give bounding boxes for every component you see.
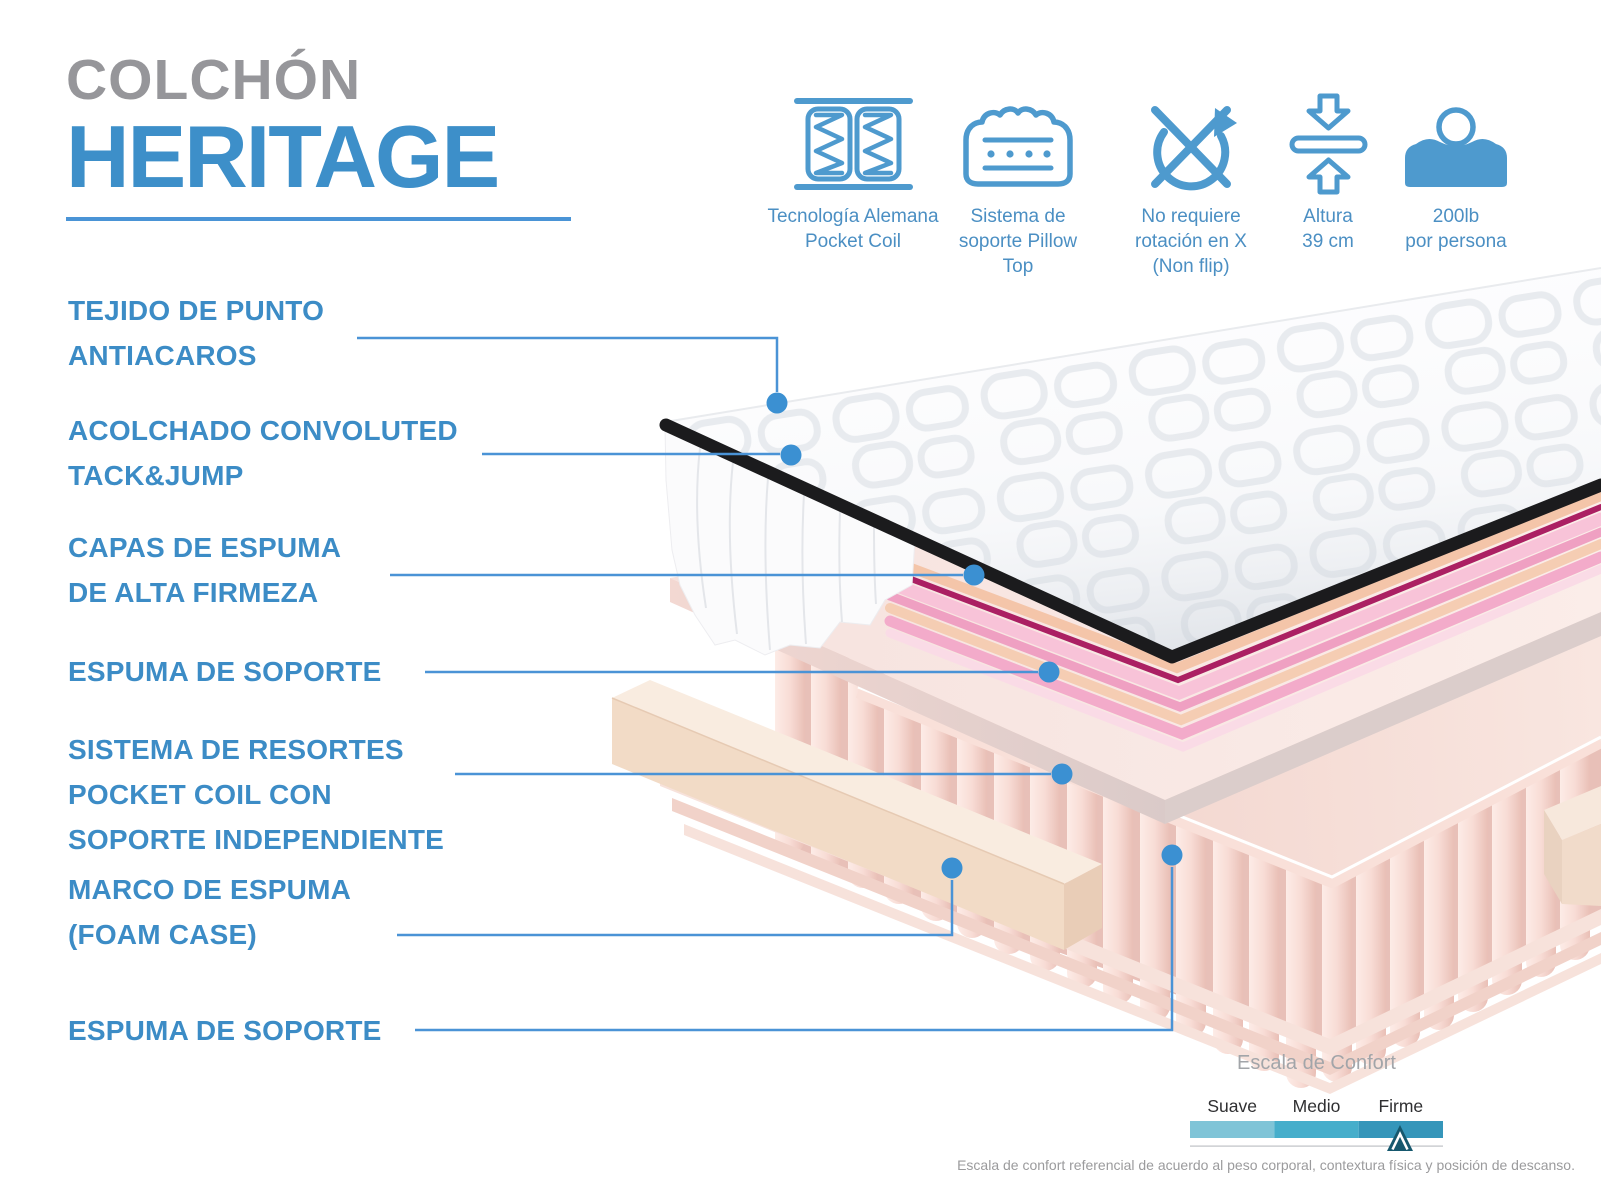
callout-dot (963, 564, 985, 586)
callout-label-knit-fabric: TEJIDO DE PUNTO ANTIACAROS (68, 288, 324, 378)
callout-label-convoluted-padding: ACOLCHADO CONVOLUTED TACK&JUMP (68, 408, 458, 498)
product-category: COLCHÓN (66, 48, 362, 112)
callout-line (415, 867, 1174, 1032)
pocket-coil-icon (793, 98, 913, 190)
scale-segment-suave (1190, 1121, 1275, 1138)
callout-label-line: (FOAM CASE) (68, 919, 257, 950)
callout-label-line: SOPORTE INDEPENDIENTE (68, 824, 445, 855)
icon-box (758, 88, 948, 200)
icon-box (1361, 88, 1551, 200)
scale-underline (1190, 1145, 1443, 1147)
callout-label-line: CAPAS DE ESPUMA (68, 532, 342, 563)
feature-caption-line: por persona (1405, 231, 1507, 252)
callout-dot (1161, 844, 1183, 866)
feature-caption-line: 200lb (1432, 206, 1480, 227)
comfort-scale-title: Escala de Confort (1237, 1052, 1396, 1074)
no-flip-icon (1150, 105, 1237, 190)
callout-label-line: TEJIDO DE PUNTO (68, 295, 325, 326)
feature-caption-line: (Non flip) (1152, 256, 1230, 277)
callout-label-pocket-coil-system: SISTEMA DE RESORTES POCKET COIL CON SOPO… (68, 727, 444, 862)
pillow-top-layer (659, 267, 1601, 664)
comfort-level-suave: Suave (1207, 1096, 1257, 1116)
feature-caption-line: 39 cm (1302, 231, 1354, 252)
callout-dot (766, 392, 788, 414)
callout-dot (941, 857, 963, 879)
disclaimer-text: Escala de confort referencial de acuerdo… (957, 1157, 1575, 1173)
callout-label-line: ANTIACAROS (68, 340, 257, 371)
callout-label-line: DE ALTA FIRMEZA (68, 577, 319, 608)
height-icon (1289, 93, 1367, 195)
quilted-skirt (664, 424, 916, 656)
callout-line (357, 336, 779, 392)
feature-caption-line: soporte Pillow (958, 231, 1078, 252)
comfort-level-firme: Firme (1378, 1096, 1424, 1116)
feature-caption-line: Pocket Coil (804, 231, 902, 252)
comfort-scale-bar (1190, 1121, 1443, 1151)
feature-caption: Sistema de soporte Pillow Top (923, 204, 1113, 279)
scale-marker-chevron (1391, 1131, 1409, 1151)
comfort-scale-labels: Suave Medio Firme (1190, 1096, 1443, 1117)
feature-caption: No requiere rotación en X (Non flip) (1096, 204, 1286, 279)
foam-layer-stripes (883, 491, 1601, 752)
person-weight-icon (1405, 107, 1507, 187)
feature-item-height: Altura 39 cm (1233, 88, 1423, 254)
feature-caption: 200lb por persona (1361, 204, 1551, 254)
callout-dot (1051, 763, 1073, 785)
pillow-top-icon (963, 105, 1073, 187)
callout-label-line: SISTEMA DE RESORTES (68, 734, 404, 765)
feature-item-no-flip: No requiere rotación en X (Non flip) (1096, 88, 1286, 279)
callout-label-line: ACOLCHADO CONVOLUTED (68, 415, 458, 446)
title-underline (66, 217, 571, 221)
callout-dot (780, 444, 802, 466)
callout-dot (1038, 661, 1060, 683)
icon-box (1096, 88, 1286, 200)
icon-box (1233, 88, 1423, 200)
callout-label-line: ESPUMA DE SOPORTE (68, 656, 382, 687)
feature-caption-line: No requiere (1141, 206, 1241, 227)
callout-label-line: POCKET COIL CON (68, 779, 332, 810)
icon-box (923, 88, 1113, 200)
binding-tape (659, 418, 1601, 664)
scale-marker-icon (1387, 1125, 1413, 1151)
callout-label-line: ESPUMA DE SOPORTE (68, 1015, 382, 1046)
callout-label-line: TACK&JUMP (68, 460, 244, 491)
comfort-level-medio: Medio (1292, 1096, 1341, 1116)
feature-caption-line: Top (1002, 256, 1034, 277)
callout-dots (766, 392, 1183, 879)
title-block: COLCHÓN HERITAGE (66, 52, 571, 221)
feature-caption-line: Altura (1303, 206, 1353, 227)
feature-caption-line: Tecnología Alemana (767, 206, 939, 227)
feature-caption: Altura 39 cm (1233, 204, 1423, 254)
feature-caption-line: rotación en X (1135, 231, 1247, 252)
feature-item-weight: 200lb por persona (1361, 88, 1551, 254)
product-name: HERITAGE (66, 107, 500, 206)
callout-line (397, 880, 954, 937)
callout-label-high-firmness-foam: CAPAS DE ESPUMA DE ALTA FIRMEZA (68, 525, 341, 615)
callout-label-line: MARCO DE ESPUMA (68, 874, 352, 905)
callout-label-support-foam-bottom: ESPUMA DE SOPORTE (68, 1008, 382, 1053)
feature-item-pillow-top: Sistema de soporte Pillow Top (923, 88, 1113, 279)
foam-case-rail-right (1544, 786, 1601, 906)
callout-lines (357, 336, 1174, 1032)
feature-caption: Tecnología Alemana Pocket Coil (758, 204, 948, 254)
callout-label-foam-case: MARCO DE ESPUMA (FOAM CASE) (68, 867, 351, 957)
feature-item-pocket-coil: Tecnología Alemana Pocket Coil (758, 88, 948, 254)
callout-label-support-foam-top: ESPUMA DE SOPORTE (68, 649, 382, 694)
scale-segment-medio (1274, 1121, 1359, 1138)
feature-caption-line: Sistema de (970, 206, 1066, 227)
